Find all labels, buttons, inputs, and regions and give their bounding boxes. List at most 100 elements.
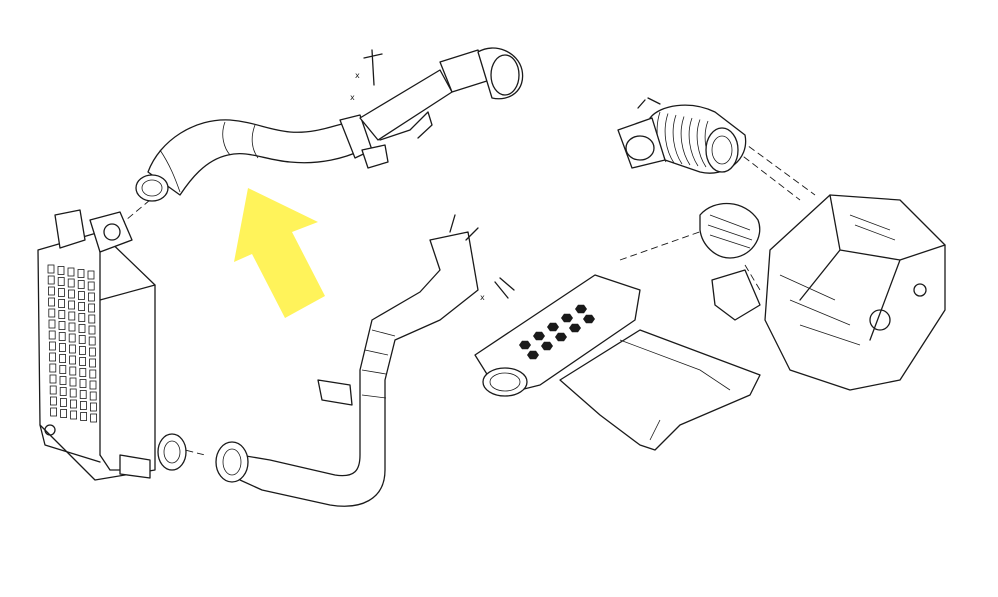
core-cell [89, 358, 96, 368]
core-cell [67, 267, 75, 277]
core-cell [90, 402, 97, 412]
intercooler-inlet-flange [54, 209, 86, 249]
core-cell [48, 308, 56, 318]
core-cell [78, 335, 86, 344]
intercooler-lower-coupler [157, 433, 187, 471]
core-cell [69, 344, 76, 354]
core-cell [48, 330, 56, 340]
core-cell [88, 314, 96, 324]
core-cell [78, 302, 85, 311]
highlighted-charge-air-hose [135, 114, 373, 202]
corrugated-intake-hose [617, 97, 747, 174]
core-cell [59, 387, 67, 396]
core-cell [59, 376, 67, 385]
core-cell [48, 297, 55, 307]
mesh-cell [533, 331, 545, 341]
intake-mouth [482, 367, 528, 397]
corrugated-boot-small [699, 202, 761, 259]
mesh-cell [519, 340, 531, 350]
core-cell [79, 346, 86, 355]
core-cell [47, 275, 55, 285]
core-cell [68, 311, 76, 321]
core-cell [88, 292, 95, 302]
core-cell [49, 363, 57, 373]
core-cell [58, 288, 65, 297]
core-cell [58, 299, 65, 308]
hose-rib [680, 116, 691, 166]
core-cell [87, 270, 95, 280]
lower-pipe-bracket [317, 379, 353, 406]
lower-pipe-coupler [215, 441, 249, 483]
hose-rib [688, 117, 699, 167]
mesh-cell [561, 313, 573, 323]
core-cell [80, 412, 87, 421]
upper-pipe-elbow [477, 47, 524, 100]
core-cell [78, 313, 86, 322]
core-cell [79, 368, 87, 377]
core-cell [87, 281, 95, 291]
core-cell [69, 366, 77, 376]
core-cell [50, 407, 57, 417]
core-cell [68, 333, 76, 343]
air-filter-box [699, 194, 946, 391]
callout-label: x [480, 293, 485, 302]
core-cell [70, 399, 77, 409]
airbox-outlet-elbow [711, 269, 761, 321]
mesh-cell [583, 314, 595, 324]
intake-mesh-panel [519, 304, 595, 360]
hose-rib [672, 114, 683, 165]
core-cell [79, 357, 86, 366]
core-cell [57, 277, 65, 286]
core-cell [78, 291, 85, 300]
upper-charge-pipe: x [355, 47, 524, 169]
core-cell [88, 336, 96, 346]
callout-label: x [355, 71, 360, 80]
air-intake-duct [474, 274, 761, 451]
core-cell [68, 289, 75, 299]
core-cell [90, 413, 97, 423]
core-cell [77, 280, 85, 289]
core-cell [58, 332, 66, 341]
core-cell [89, 369, 97, 379]
hose-end-coupler [705, 127, 739, 173]
core-cell [60, 398, 67, 407]
core-cell [69, 377, 77, 387]
core-cell [49, 352, 56, 362]
core-cell [49, 385, 57, 395]
core-cell [68, 300, 75, 310]
core-cell [78, 324, 86, 333]
core-cell [58, 321, 66, 330]
core-cell [79, 390, 87, 399]
core-cell [50, 396, 57, 406]
hose-rib [664, 113, 675, 164]
core-cell [69, 388, 77, 398]
hose-clamp-left [135, 174, 169, 202]
intercooler-port [103, 223, 121, 241]
core-cell [77, 269, 85, 278]
lower-charge-pipe: x [157, 214, 515, 507]
core-cell [48, 319, 56, 329]
core-cell [68, 322, 76, 332]
mesh-cell [569, 323, 581, 333]
mesh-cell [555, 332, 567, 342]
assembly-guide-lines [119, 139, 816, 456]
core-cell [88, 325, 96, 335]
callout-label: x [350, 93, 355, 102]
core-cell [59, 343, 66, 352]
core-cell [69, 355, 76, 365]
mesh-cell [527, 350, 539, 360]
core-cell [88, 303, 95, 313]
intake-tray [559, 329, 761, 451]
core-cell [89, 380, 97, 390]
core-cell [89, 391, 97, 401]
hose-rib [696, 119, 707, 168]
core-cell [48, 286, 55, 296]
mesh-cell [575, 304, 587, 314]
core-cell [47, 264, 55, 274]
core-cell [49, 341, 56, 351]
core-cell [80, 401, 87, 410]
intercooler-outlet-flange [89, 211, 133, 253]
core-cell [59, 365, 67, 374]
